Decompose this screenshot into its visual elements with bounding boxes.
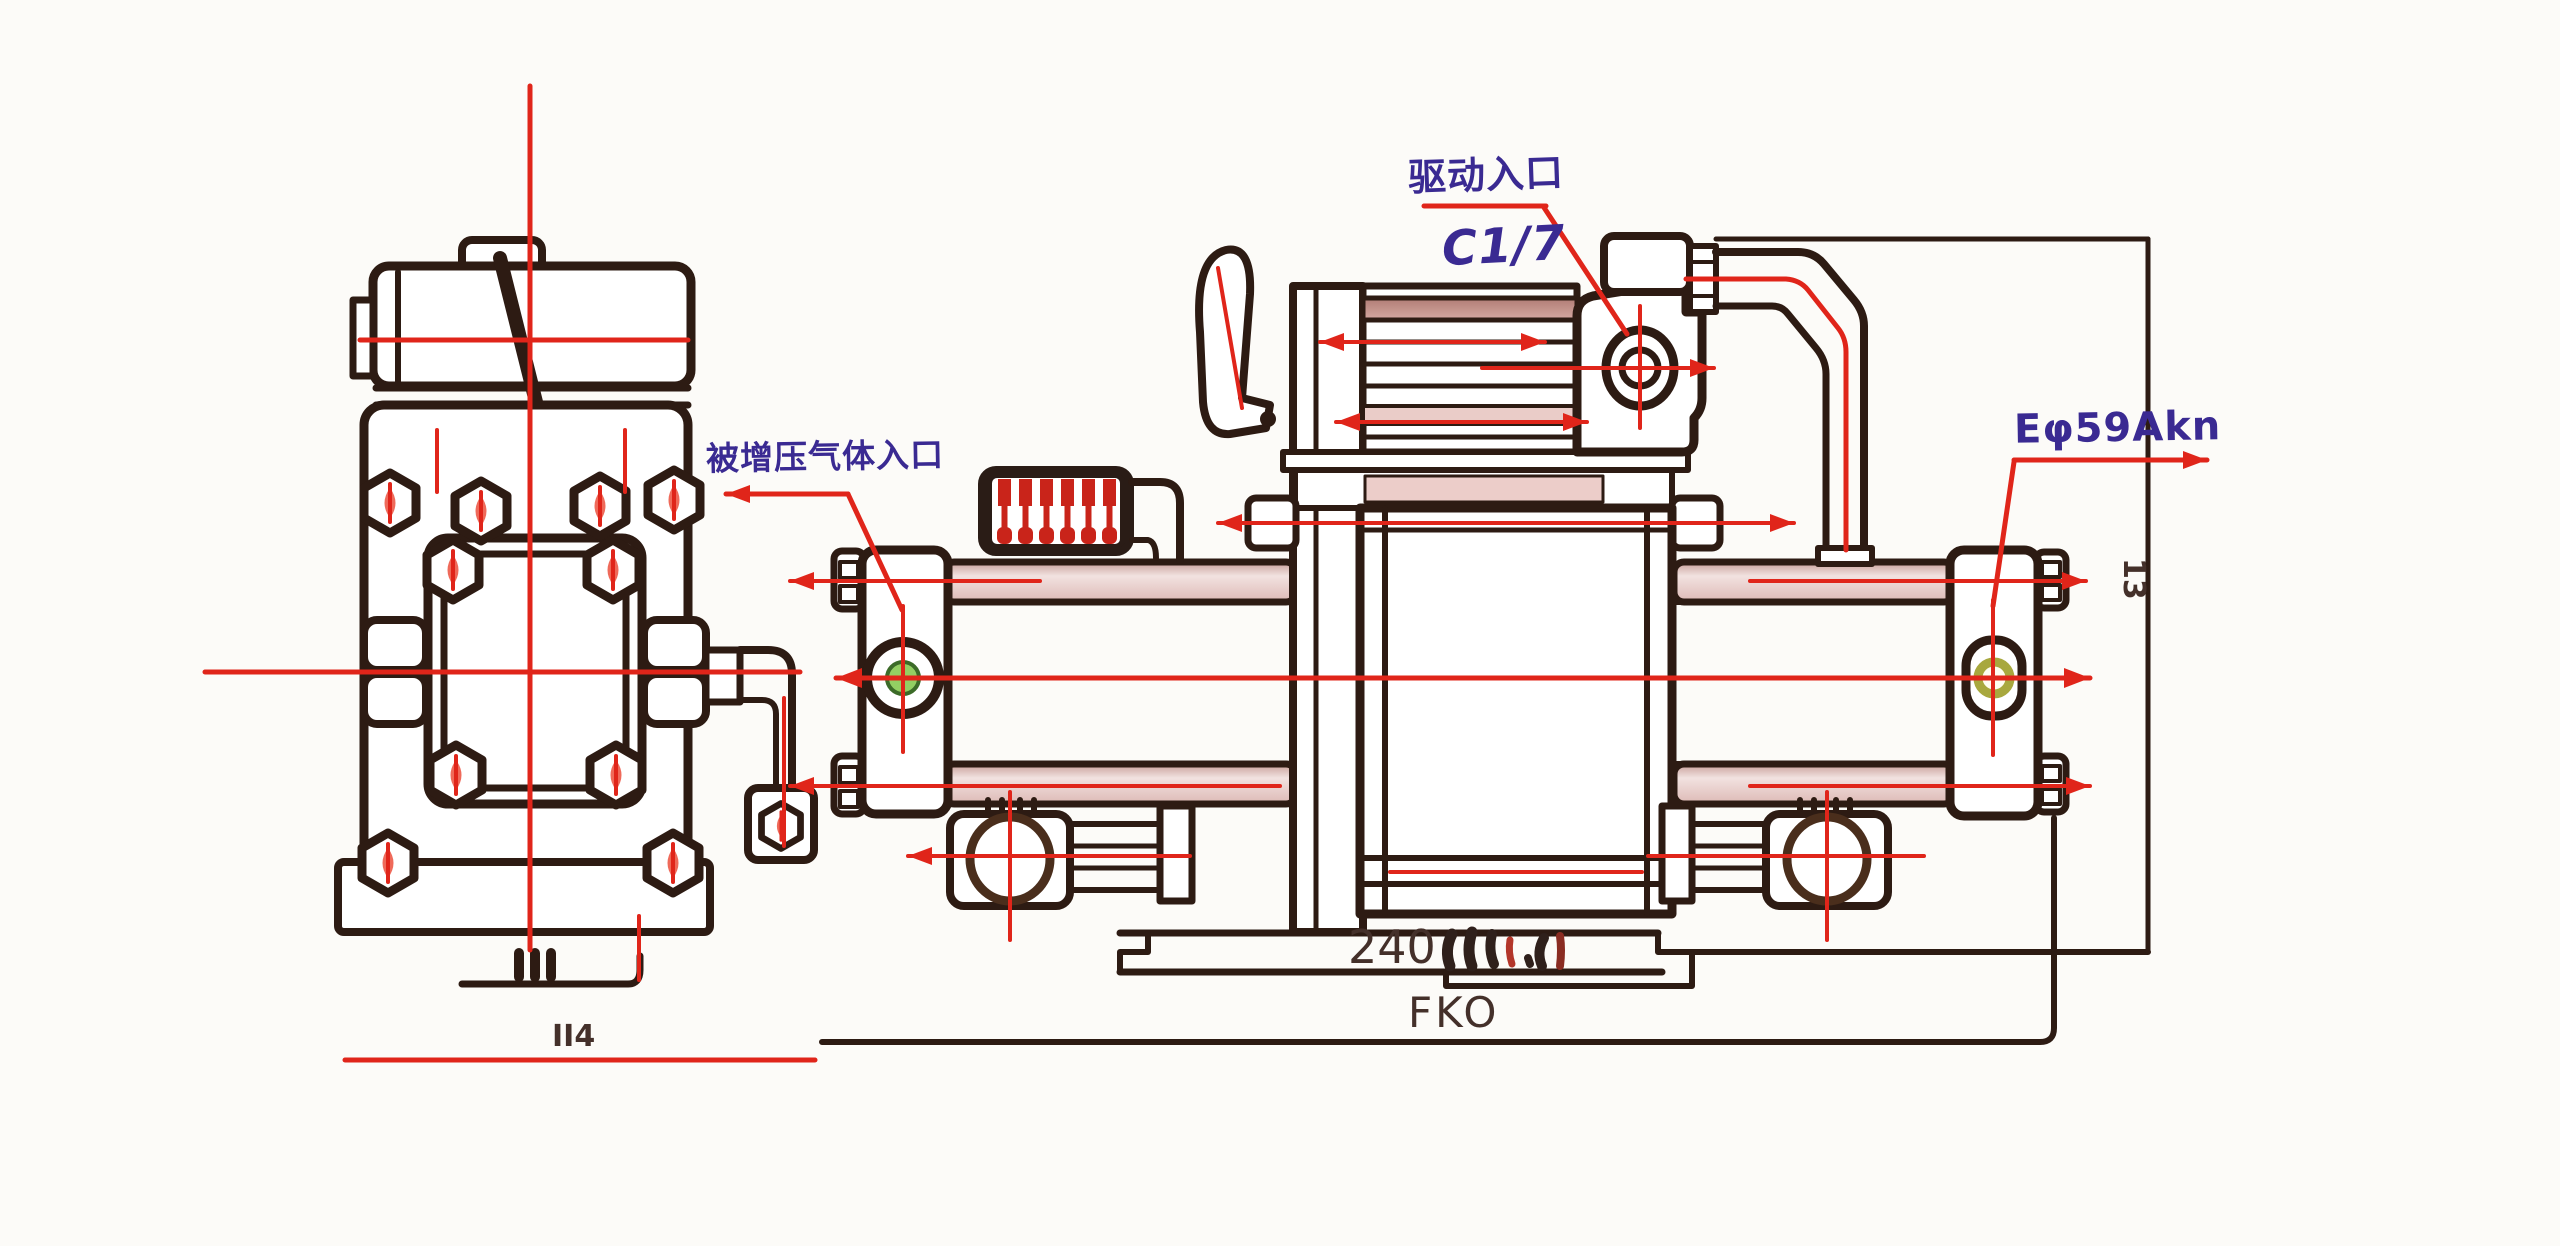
left-knob (360, 616, 430, 674)
tally-marks-iii (514, 948, 556, 982)
illegible-scribble (1441, 926, 1565, 972)
front-base (334, 858, 714, 936)
overall-dimension-text: FKO (1408, 988, 1500, 1037)
red-arrowheads (726, 333, 2207, 865)
top-flange (1600, 232, 1694, 296)
right-knob (640, 616, 710, 674)
muffler-elbow (1128, 478, 1184, 564)
side-lever (1195, 245, 1274, 439)
drive-pipe (1712, 248, 1868, 556)
boost-gas-inlet-label: 被增压气体入口 (705, 434, 945, 479)
front-view-dimension-text: II4 (552, 1019, 596, 1054)
red-centerlines (202, 83, 2210, 1063)
drive-lower-body (1355, 503, 1677, 919)
front-view (334, 236, 818, 988)
outlet-code-label: Eφ59Akn (2013, 403, 2222, 453)
base-dimension-text: 240 (1348, 920, 1436, 974)
muffler-red-elements (997, 479, 1117, 544)
drive-left-column (1289, 282, 1367, 936)
drive-inlet-thread-label: C1/7 (1440, 214, 1567, 278)
base-and-dimension-frame (819, 236, 2151, 1045)
side-fitting (702, 646, 744, 706)
bolt (364, 473, 416, 533)
drive-inlet-label: 驱动入口 (1407, 150, 1565, 200)
side-dimension-text: 13 (2116, 558, 2151, 600)
side-view (819, 232, 2151, 1045)
